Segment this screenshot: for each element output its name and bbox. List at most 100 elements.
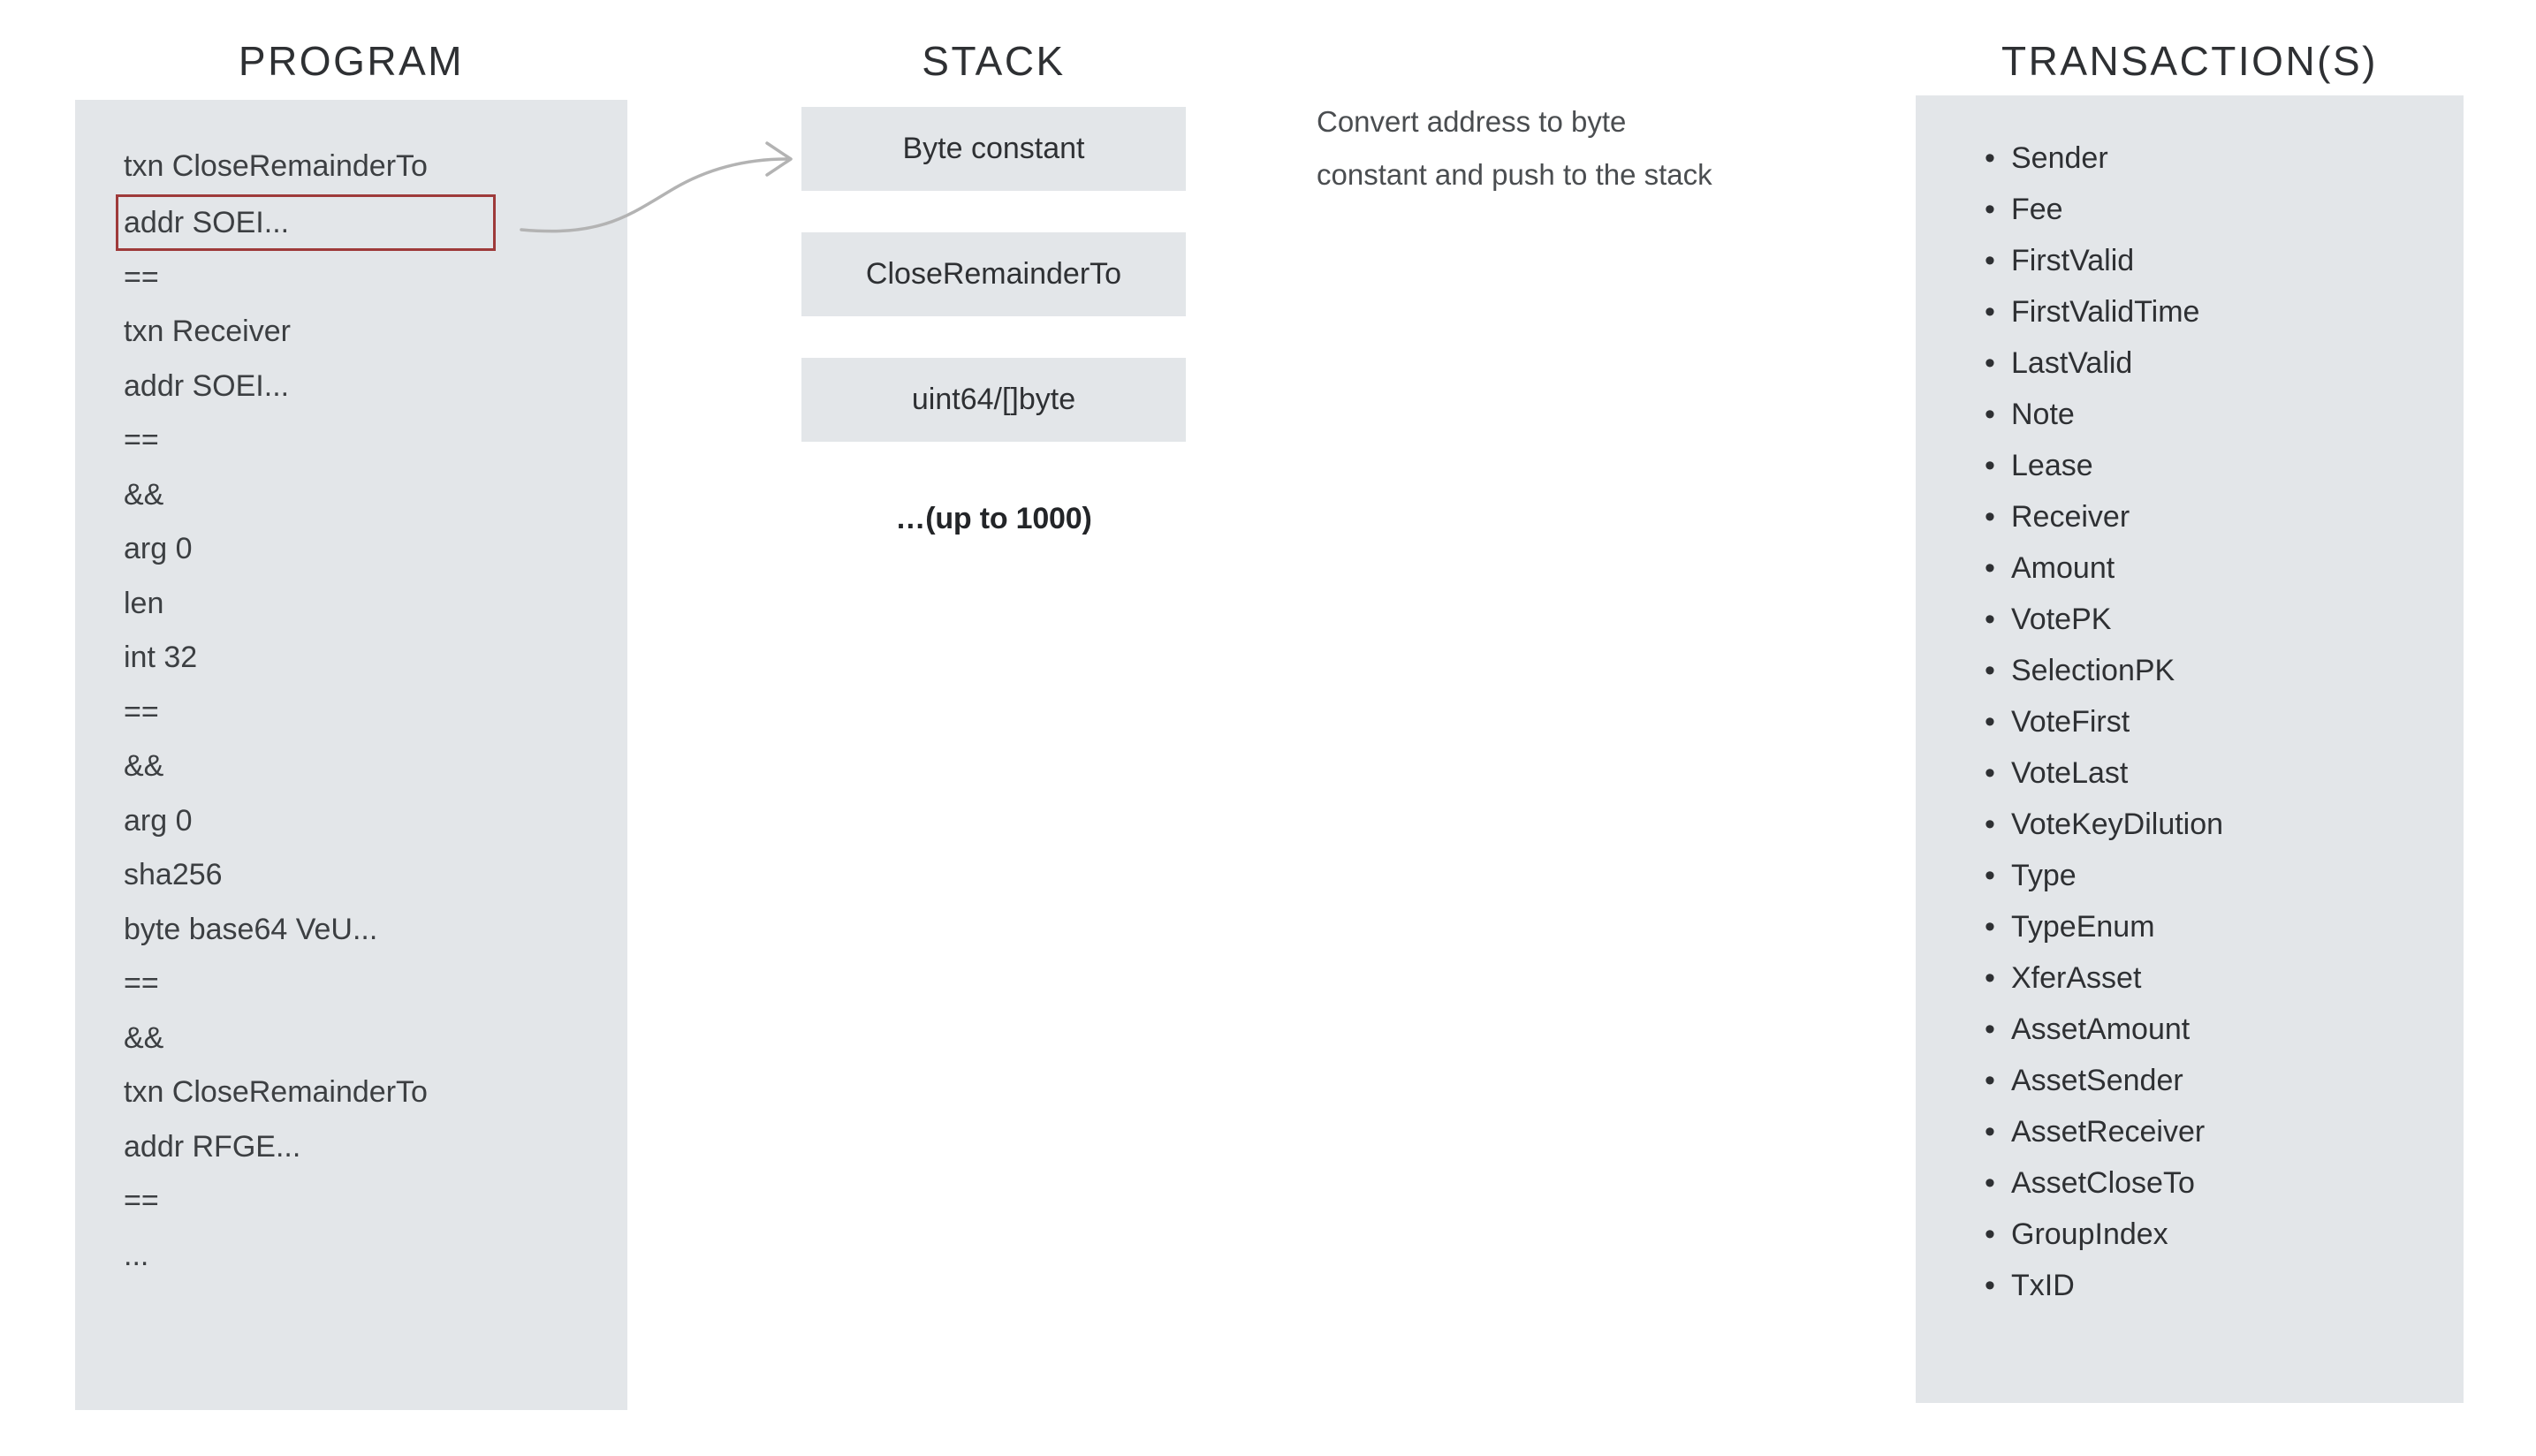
transaction-field-label: FirstValid: [2011, 244, 2135, 277]
transaction-field-label: VoteKeyDilution: [2011, 808, 2224, 841]
transaction-field-item: • TypeEnum: [1985, 901, 2444, 952]
program-line: byte base64 VeU...: [124, 912, 378, 946]
program-line: &&: [124, 749, 164, 783]
program-code-list: txn CloseRemainderTo addr SOEI... == txn Re…: [116, 140, 619, 1283]
program-line: ==: [124, 260, 159, 294]
bullet-icon: •: [1985, 449, 1995, 482]
transaction-field-label: AssetReceiver: [2011, 1115, 2206, 1149]
transaction-field-label: VoteLast: [2011, 756, 2129, 790]
transaction-field-item: • XferAsset: [1985, 952, 2444, 1004]
annotation-note: Convert address to byte constant and pus…: [1317, 95, 1811, 201]
transaction-field-label: XferAsset: [2011, 961, 2142, 995]
program-column-title: PROGRAM: [238, 38, 465, 84]
transaction-field-label: AssetCloseTo: [2011, 1166, 2195, 1200]
program-line: ==: [124, 967, 159, 1000]
transactions-column-title: TRANSACTION(S): [2001, 38, 2378, 84]
transaction-field-label: GroupIndex: [2011, 1217, 2168, 1251]
transaction-field-item: •AssetSender: [1985, 1055, 2444, 1106]
stack-box-byte-constant: Byte constant: [801, 107, 1186, 191]
transaction-field-label: SelectionPK: [2011, 654, 2175, 687]
program-line: ==: [124, 423, 159, 457]
transaction-field-label: Receiver: [2011, 500, 2130, 534]
bullet-icon: •: [1985, 551, 1995, 585]
bullet-icon: •: [1985, 910, 1995, 944]
transaction-field-item: • GroupIndex: [1985, 1209, 2444, 1260]
transaction-field-label: Type: [2011, 859, 2077, 892]
transaction-fields-list: • Sender • Fee • FirstValid • FirstValidTime • La…: [1985, 133, 2444, 1311]
program-line: &&: [124, 477, 164, 512]
program-line: sha256: [124, 858, 223, 891]
transaction-field-item: • VoteLast: [1985, 747, 2444, 799]
transaction-field-item: • AssetAmount: [1985, 1004, 2444, 1055]
transaction-field-item: • Fee: [1985, 184, 2444, 235]
transaction-field-label: Lease: [2011, 449, 2093, 482]
program-line: &&: [124, 1020, 164, 1055]
bullet-icon: •: [1985, 500, 1995, 534]
transaction-field-item: • AssetCloseTo: [1985, 1157, 2444, 1209]
bullet-icon: •: [1985, 193, 1995, 226]
transaction-field-label: TxID: [2011, 1269, 2075, 1302]
transaction-field-item: • Lease: [1985, 440, 2444, 491]
annotation-note-line-1: Convert address to byte: [1317, 105, 1627, 138]
annotation-note-line-2: constant and push to the stack: [1317, 158, 1712, 191]
transaction-field-item: • LastValid: [1985, 337, 2444, 389]
bullet-icon: •: [1985, 141, 1995, 175]
bullet-icon: •: [1985, 961, 1995, 995]
transaction-field-label: Note: [2011, 398, 2075, 431]
program-panel: [75, 100, 627, 1410]
bullet-icon: •: [1985, 808, 1995, 841]
transaction-field-label: VotePK: [2011, 603, 2112, 636]
transaction-field-item: • Type: [1985, 850, 2444, 901]
transaction-field-item: • VoteKeyDilution: [1985, 799, 2444, 850]
program-line: txn Receiver: [124, 315, 291, 348]
transaction-field-item: • TxID: [1985, 1260, 2444, 1311]
bullet-icon: •: [1985, 654, 1995, 687]
transaction-field-label: TypeEnum: [2011, 910, 2155, 944]
program-line: arg 0: [124, 532, 193, 565]
bullet-icon: •: [1985, 705, 1995, 739]
transaction-field-label: AssetAmount: [2011, 1012, 2191, 1046]
program-line: addr RFGE...: [124, 1129, 301, 1164]
transaction-field-label: Fee: [2011, 193, 2063, 226]
program-line: ==: [124, 694, 159, 729]
transaction-field-label: VoteFirst: [2011, 705, 2130, 739]
stack-overflow-label: …(up to 1000): [895, 502, 1092, 535]
stack-box-uint64-byte: uint64/[]byte: [801, 358, 1186, 442]
transaction-field-item: • SelectionPK: [1985, 645, 2444, 696]
transaction-field-item: • FirstValid: [1985, 235, 2444, 286]
transaction-field-item: • Amount: [1985, 542, 2444, 594]
bullet-icon: •: [1985, 756, 1995, 790]
transaction-field-label: FirstValidTime: [2011, 295, 2200, 329]
program-line: len: [124, 586, 164, 620]
bullet-icon: •: [1985, 859, 1995, 892]
bullet-icon: •: [1985, 1166, 1995, 1200]
bullet-icon: •: [1985, 295, 1995, 329]
program-line: addr SOEI...: [124, 368, 290, 403]
transaction-field-item: • VoteFirst: [1985, 696, 2444, 747]
transaction-field-item: • FirstValidTime: [1985, 286, 2444, 337]
program-line: arg 0: [124, 803, 193, 838]
program-line: ==: [124, 1184, 159, 1217]
transaction-field-item: • Receiver: [1985, 491, 2444, 542]
bullet-icon: •: [1985, 1217, 1995, 1251]
transaction-field-item: • VotePK: [1985, 594, 2444, 645]
transactions-panel: [1916, 95, 2464, 1403]
bullet-icon: •: [1985, 1012, 1995, 1046]
transaction-field-label: Amount: [2011, 551, 2115, 585]
bullet-icon: •: [1985, 1269, 1995, 1302]
transaction-field-label: Sender: [2011, 141, 2108, 175]
transaction-field-label: LastValid: [2011, 346, 2133, 380]
stack-column-title: STACK: [922, 38, 1066, 84]
bullet-icon: •: [1985, 603, 1995, 636]
program-line: int 32: [124, 641, 198, 674]
program-line: txn CloseRemainderTo: [124, 1075, 428, 1109]
bullet-icon: •: [1985, 244, 1995, 277]
program-line: ...: [124, 1238, 149, 1272]
bullet-icon: •: [1985, 398, 1995, 431]
transaction-field-label: AssetSender: [2011, 1064, 2183, 1097]
bullet-icon: •: [1985, 1115, 1995, 1149]
transaction-field-item: • Sender: [1985, 133, 2444, 184]
program-line-highlighted: addr SOEI...: [116, 193, 496, 251]
bullet-icon: •: [1985, 346, 1995, 380]
program-line: txn CloseRemainderTo: [124, 149, 428, 183]
